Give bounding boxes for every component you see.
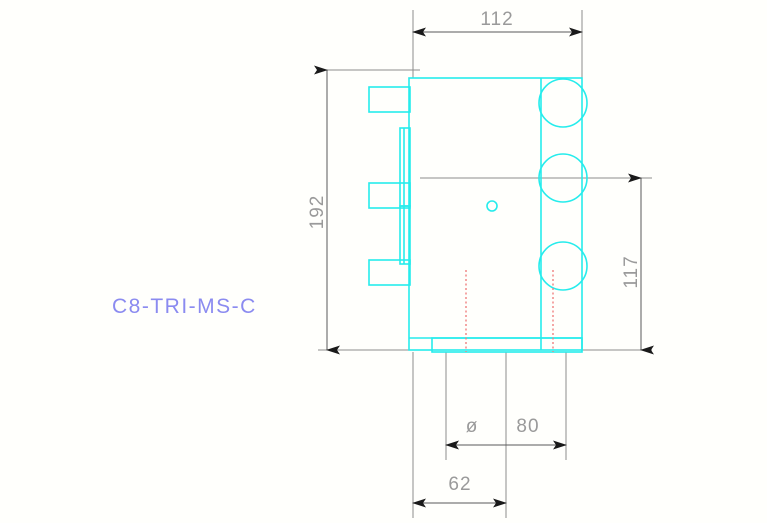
vertical-rail-lower bbox=[399, 205, 411, 265]
dim-label-base-width: 62 bbox=[448, 474, 471, 495]
part-number-label: C8-TRI-MS-C bbox=[112, 295, 257, 318]
hidden-lines bbox=[465, 270, 554, 352]
dim-label-partial-height: 117 bbox=[621, 255, 642, 288]
mounting-circle-top bbox=[538, 78, 588, 128]
dim-label-hole-diameter: ø bbox=[466, 416, 479, 437]
part-geometry bbox=[368, 77, 588, 353]
dim-label-overall-width: 112 bbox=[480, 9, 513, 30]
left-tab-lower bbox=[368, 259, 411, 286]
dimension-lines bbox=[314, 27, 654, 508]
main-body-outline bbox=[408, 77, 583, 351]
mounting-circle-bottom bbox=[538, 241, 588, 291]
left-tab-upper bbox=[368, 86, 411, 113]
mounting-circle-middle bbox=[538, 153, 588, 203]
dim-label-overall-height: 192 bbox=[307, 195, 328, 230]
dim-label-hole-spacing: 80 bbox=[516, 416, 539, 437]
extension-lines bbox=[318, 10, 652, 518]
small-hole bbox=[486, 200, 498, 212]
